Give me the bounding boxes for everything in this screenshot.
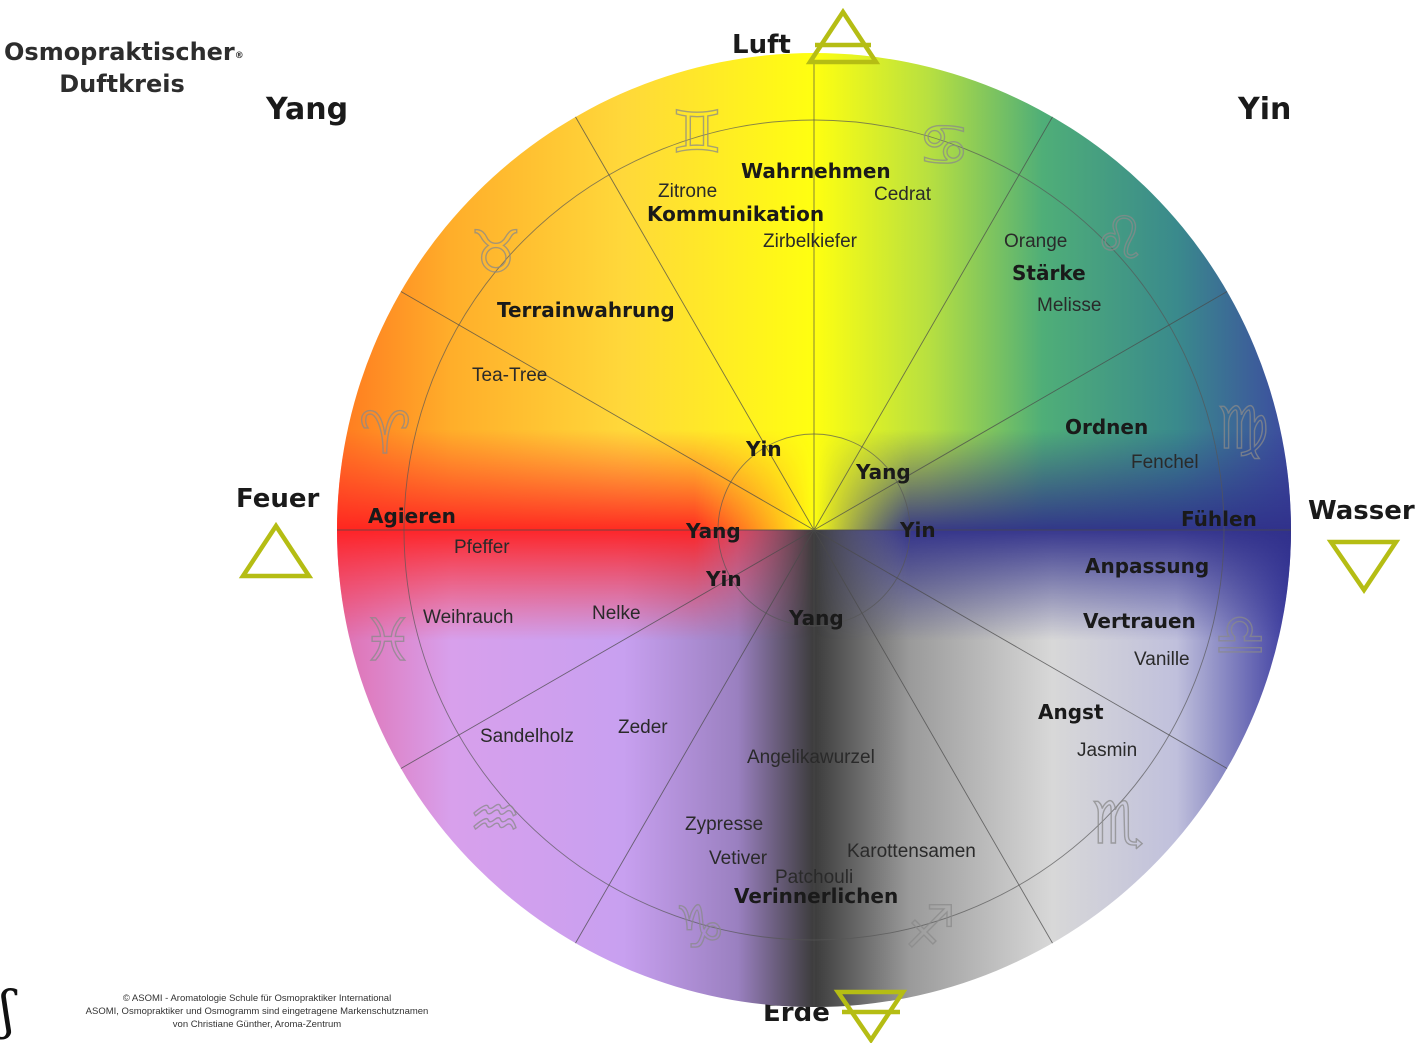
aroma-zentrum-logo: ʃ — [0, 981, 15, 1041]
taurus-icon: ♉ — [470, 218, 522, 286]
libra-icon: ♎ — [1214, 601, 1266, 669]
leo-icon: ♌ — [1094, 204, 1146, 272]
fire-triangle-icon — [238, 521, 314, 579]
sector-line — [813, 291, 1228, 531]
earth-triangle-icon — [833, 989, 908, 1043]
scent-melisse: Melisse — [1037, 295, 1101, 316]
scent-zypresse: Zypresse — [685, 814, 763, 835]
aquarius-icon: ♒ — [469, 784, 521, 852]
scent-fenchel: Fenchel — [1131, 452, 1199, 473]
water-blue-band — [814, 430, 1291, 640]
water-triangle-icon — [1326, 539, 1401, 595]
registered-mark: ® — [234, 51, 244, 61]
sector-line — [813, 116, 1053, 531]
inner-yang-bottom: Yang — [788, 606, 844, 630]
copyright-line2: ASOMI, Osmopraktiker und Osmogramm sind … — [85, 1006, 429, 1017]
copyright-notice: © ASOMI - Aromatologie Schule für Osmopr… — [22, 992, 492, 1031]
keyword-wahrnehmen: Wahrnehmen — [741, 159, 891, 183]
air-triangle-icon — [805, 7, 881, 65]
keyword-vertrauen: Vertrauen — [1083, 609, 1196, 633]
element-feuer: Feuer — [236, 484, 320, 514]
gemini-icon: ♊ — [671, 98, 723, 166]
scent-pfeffer: Pfeffer — [454, 537, 510, 558]
keyword-anpassung: Anpassung — [1085, 554, 1209, 578]
sector-line — [813, 529, 1053, 944]
scent-orange: Orange — [1004, 231, 1067, 252]
sector-line — [400, 529, 815, 769]
inner-yin-right: Yin — [899, 518, 936, 542]
sagittarius-icon: ♐ — [904, 893, 956, 961]
diagram-title: Osmopraktischer® Duftkreis — [4, 36, 244, 100]
sector-line — [575, 529, 815, 944]
keyword-agieren: Agieren — [368, 504, 456, 528]
copyright-line3: von Christiane Günther, Aroma-Zentrum — [172, 1019, 342, 1030]
inner-yang-right: Yang — [855, 460, 911, 484]
scent-jasmin: Jasmin — [1077, 740, 1137, 761]
scent-karottensamen: Karottensamen — [847, 841, 976, 862]
keyword-staerke: Stärke — [1012, 261, 1086, 285]
virgo-icon: ♍ — [1217, 394, 1269, 462]
keyword-verinnerlichen: Verinnerlichen — [734, 884, 898, 908]
keyword-angst: Angst — [1038, 700, 1104, 724]
scorpio-icon: ♏ — [1092, 789, 1144, 857]
sector-line — [575, 116, 815, 531]
aries-icon: ♈ — [359, 399, 411, 467]
keyword-terrainwahrung: Terrainwahrung — [497, 298, 675, 322]
capricorn-icon: ♑ — [674, 893, 726, 961]
scent-cedrat: Cedrat — [874, 184, 932, 205]
outer-ring — [403, 119, 1225, 941]
scent-zeder: Zeder — [618, 717, 668, 738]
inner-yin-top: Yin — [745, 437, 782, 461]
scent-vetiver: Vetiver — [709, 848, 768, 869]
scent-tea-tree: Tea-Tree — [472, 365, 547, 386]
corner-yang: Yang — [266, 92, 349, 127]
triangle-symbols — [238, 7, 1401, 1043]
keyword-ordnen: Ordnen — [1065, 415, 1148, 439]
scent-zirbelkiefer: Zirbelkiefer — [763, 231, 858, 252]
pisces-icon: ♓ — [362, 606, 414, 674]
inner-ring — [717, 433, 911, 627]
cancer-icon: ♋ — [918, 111, 970, 179]
scent-weihrauch: Weihrauch — [423, 607, 513, 628]
scent-vanille: Vanille — [1134, 649, 1190, 670]
scent-angelikawurzel: Angelikawurzel — [747, 747, 875, 768]
fire-red-band — [337, 430, 814, 640]
scent-zitrone: Zitrone — [658, 181, 717, 202]
sector-line — [813, 529, 1228, 769]
scent-nelke: Nelke — [592, 603, 641, 624]
sector-line — [400, 291, 815, 531]
title-line1: Osmopraktischer — [4, 38, 235, 66]
element-wasser: Wasser — [1308, 496, 1415, 526]
division-lines — [337, 53, 1291, 1007]
title-line2: Duftkreis — [59, 70, 185, 98]
keyword-fuehlen: Fühlen — [1181, 507, 1257, 531]
inner-yang-left: Yang — [685, 519, 741, 543]
scent-patchouli: Patchouli — [775, 867, 853, 888]
copyright-line1: © ASOMI - Aromatologie Schule für Osmopr… — [122, 993, 392, 1004]
scent-sandelholz: Sandelholz — [480, 726, 574, 747]
keyword-kommunikation: Kommunikation — [647, 202, 824, 226]
corner-yin: Yin — [1238, 92, 1292, 127]
inner-yin-bottom: Yin — [705, 567, 742, 591]
